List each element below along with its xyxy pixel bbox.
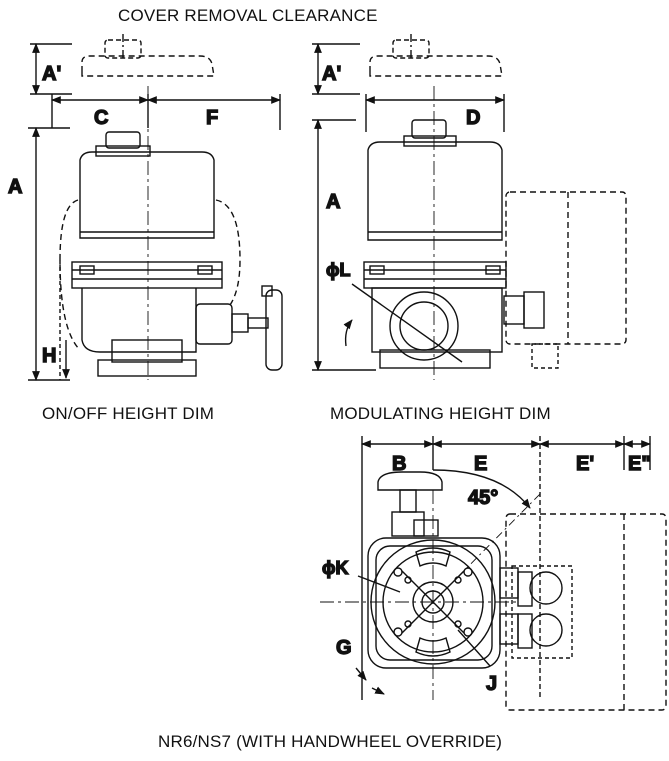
label-e-prime: E' bbox=[576, 453, 594, 475]
label-f: F bbox=[206, 107, 218, 129]
handwheel-top-view bbox=[320, 436, 667, 711]
label-45-degrees: 45° bbox=[468, 487, 498, 509]
onoff-actuator-view bbox=[28, 34, 283, 381]
label-h: H bbox=[42, 345, 56, 367]
label-e: E bbox=[474, 453, 487, 475]
label-c: C bbox=[94, 107, 108, 129]
label-a-right: A bbox=[326, 191, 340, 213]
label-phi-k: ϕK bbox=[322, 558, 349, 578]
model-caption: NR6/NS7 (WITH HANDWHEEL OVERRIDE) bbox=[158, 732, 503, 751]
label-b: B bbox=[392, 453, 406, 475]
label-a-prime-left: A' bbox=[42, 63, 61, 85]
label-a-left: A bbox=[8, 176, 22, 198]
modulating-height-caption: MODULATING HEIGHT DIM bbox=[330, 404, 551, 423]
label-g: G bbox=[336, 637, 352, 659]
label-e-double-prime: E" bbox=[628, 453, 651, 475]
label-phi-l: ϕL bbox=[326, 260, 351, 280]
label-d: D bbox=[466, 107, 480, 129]
cover-removal-caption: COVER REMOVAL CLEARANCE bbox=[118, 6, 378, 25]
label-j: J bbox=[486, 673, 497, 695]
modulating-actuator-view bbox=[312, 34, 627, 380]
label-a-prime-right: A' bbox=[322, 63, 341, 85]
onoff-height-caption: ON/OFF HEIGHT DIM bbox=[42, 404, 215, 423]
